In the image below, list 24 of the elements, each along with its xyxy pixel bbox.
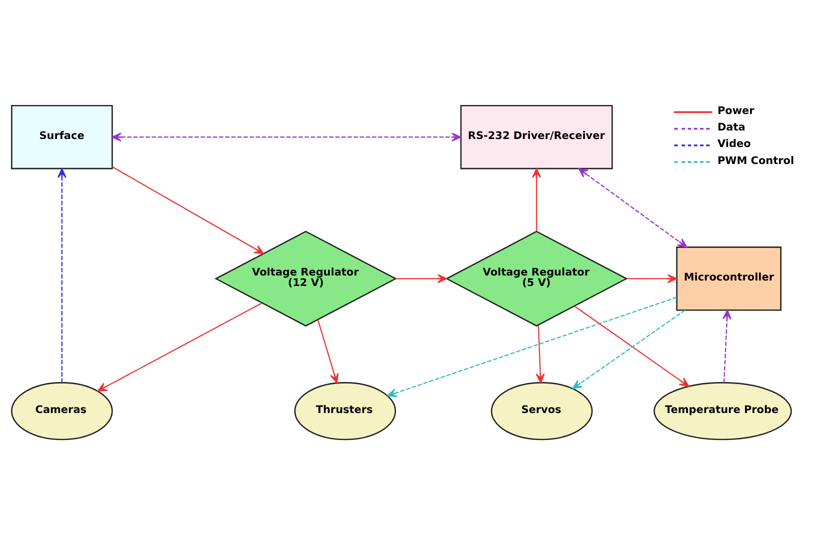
arrow [626,274,678,283]
arrow [112,166,264,254]
arrow [317,319,339,383]
arrow [387,296,677,397]
node-diamond: Voltage Regulator (12 V) [214,230,398,326]
node-ellipse: Thrusters [294,382,396,440]
arrow [578,168,688,248]
node-diamond: Voltage Regulator (5 V) [445,230,628,326]
legend-label: PWM Control [717,154,794,166]
arrow [112,132,462,142]
arrow [396,274,448,283]
arrow [722,309,732,382]
node-box: RS-232 Driver/Receiver [460,104,613,169]
legend-label: Video [717,138,751,150]
arrow [57,168,66,382]
arrow [536,324,545,383]
node-ellipse: Temperature Probe [654,382,792,440]
node-box: Surface [11,104,113,169]
arrow [97,302,262,391]
arrow [532,168,542,231]
legend-label: Power [717,104,754,117]
node-box: Microcontroller [676,246,782,310]
node-ellipse: Servos [490,382,593,440]
legend-label: Data [717,121,746,134]
